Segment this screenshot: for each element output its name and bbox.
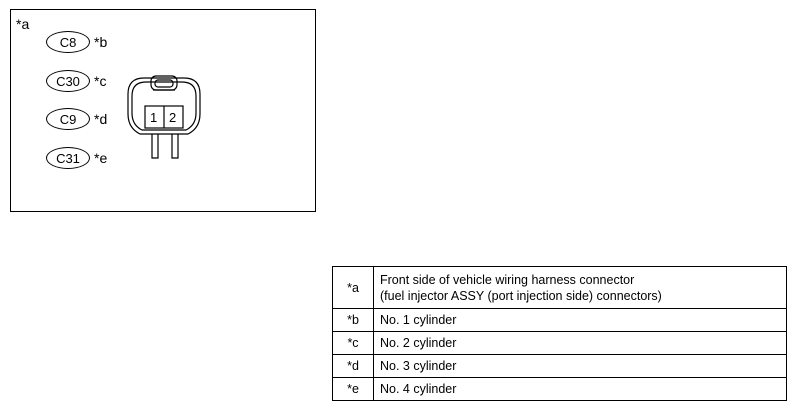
connector-drawing: 1 2 (127, 75, 201, 159)
connector-label-b: *b (94, 34, 108, 50)
connector-code: C31 (56, 150, 80, 166)
pin-label-1: 1 (150, 110, 157, 125)
legend-description: No. 4 cylinder (373, 377, 787, 401)
pin-label-2: 2 (169, 110, 176, 125)
connector-lock-inner (154, 79, 174, 88)
legend-key: *c (332, 331, 374, 355)
connector-badge-c8: C8 (46, 31, 90, 53)
connector-housing-inner (131, 81, 197, 131)
connector-badge-c30: C30 (46, 70, 90, 92)
legend-description-line-1: Front side of vehicle wiring harness con… (380, 272, 635, 287)
connector-code: C30 (56, 73, 80, 89)
connector-badge-c31: C31 (46, 147, 90, 169)
legend-row-b: *b No. 1 cylinder (332, 308, 787, 332)
legend-table: *a Front side of vehicle wiring harness … (332, 266, 787, 401)
legend-row-d: *d No. 3 cylinder (332, 354, 787, 378)
legend-row-a: *a Front side of vehicle wiring harness … (332, 266, 787, 309)
connector-label-d: *d (94, 111, 108, 127)
legend-key: *d (332, 354, 374, 378)
legend-description-line-2: (fuel injector ASSY (port injection side… (380, 288, 662, 303)
legend-key: *e (332, 377, 374, 401)
connector-tab-left (151, 134, 159, 159)
connector-housing-outline (127, 77, 201, 135)
connector-label-c: *c (94, 73, 107, 89)
legend-description: No. 1 cylinder (373, 308, 787, 332)
legend-row-c: *c No. 2 cylinder (332, 331, 787, 355)
legend-row-e: *e No. 4 cylinder (332, 377, 787, 401)
connector-tab-right (171, 134, 179, 159)
legend-description: No. 2 cylinder (373, 331, 787, 355)
connector-diagram: *a C8 *b C30 *c C9 *d C31 *e 1 2 (10, 9, 316, 212)
legend-key: *a (332, 266, 374, 309)
legend-key: *b (332, 308, 374, 332)
connector-code: C8 (59, 34, 77, 50)
diagram-label-a: *a (16, 16, 30, 32)
legend-description: Front side of vehicle wiring harness con… (373, 266, 787, 309)
legend-description: No. 3 cylinder (373, 354, 787, 378)
connector-code: C9 (59, 111, 77, 127)
connector-badge-c9: C9 (46, 108, 90, 130)
connector-label-e: *e (94, 150, 108, 166)
